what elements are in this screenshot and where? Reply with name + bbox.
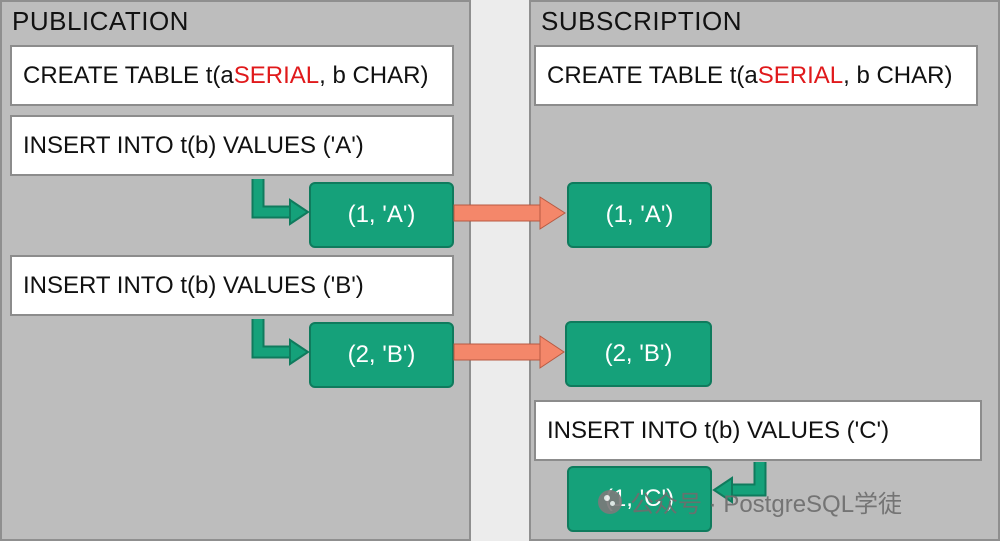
serial-keyword: SERIAL — [757, 61, 844, 89]
watermark: 公众号 · PostgreSQL学徒 — [598, 484, 902, 519]
subscription-row-b: (2, 'B') — [565, 321, 712, 387]
insert-c-green-arrow — [712, 462, 767, 504]
replication-arrow-a — [453, 196, 566, 230]
insert-a-green-arrow — [251, 179, 310, 226]
insert-b-green-arrow — [251, 319, 310, 366]
replication-arrow-b — [453, 335, 565, 369]
wechat-logo-icon — [598, 489, 622, 514]
publication-row-b: (2, 'B') — [309, 322, 454, 388]
serial-keyword: SERIAL — [233, 61, 320, 89]
publication-row-a: (1, 'A') — [309, 182, 454, 248]
create-post: , b CHAR) — [319, 61, 429, 89]
publication-insert-b: INSERT INTO t(b) VALUES ('B') — [10, 255, 454, 316]
create-pre: CREATE TABLE t(a — [547, 61, 758, 89]
subscription-row-a: (1, 'A') — [567, 182, 712, 248]
subscription-create-table: CREATE TABLE t(a SERIAL, b CHAR) — [534, 45, 978, 106]
create-pre: CREATE TABLE t(a — [23, 61, 234, 89]
subscription-title: SUBSCRIPTION — [541, 6, 743, 36]
publication-title: PUBLICATION — [12, 6, 189, 36]
watermark-text: 公众号 · PostgreSQL学徒 — [630, 491, 903, 518]
subscription-insert-c: INSERT INTO t(b) VALUES ('C') — [534, 400, 982, 461]
create-post: , b CHAR) — [843, 61, 953, 89]
publication-create-table: CREATE TABLE t(a SERIAL, b CHAR) — [10, 45, 454, 106]
publication-insert-a: INSERT INTO t(b) VALUES ('A') — [10, 115, 454, 176]
